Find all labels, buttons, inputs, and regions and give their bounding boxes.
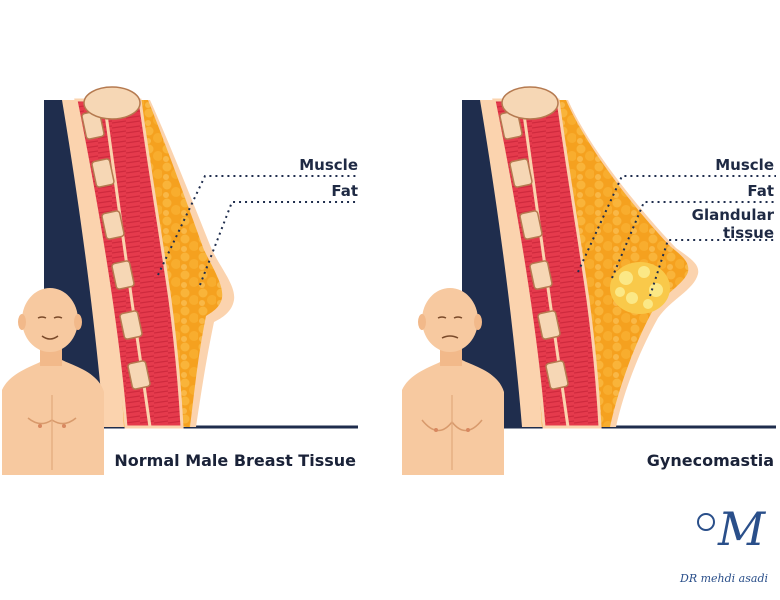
leader-muscle-left	[157, 175, 358, 276]
label-muscle-left: Muscle	[299, 156, 358, 174]
collarbone-left	[83, 86, 141, 120]
label-tissue-right: tissue	[723, 224, 774, 242]
label-glandular-right: Glandular	[692, 206, 775, 224]
man-figure-left	[2, 288, 104, 475]
gynecomastia-panel: Muscle Fat Glandular tissue Gynecomastia	[402, 86, 776, 475]
man-figure-right	[402, 288, 504, 475]
label-fat-left: Fat	[331, 182, 358, 200]
caption-gynecomastia: Gynecomastia	[647, 451, 774, 470]
glandular-tissue	[610, 262, 670, 314]
signature-logo: M DR mehdi asadi	[679, 502, 768, 585]
leader-glandular-right	[649, 239, 776, 297]
caption-normal: Normal Male Breast Tissue	[114, 451, 356, 470]
collarbone-right	[501, 86, 559, 120]
label-fat-right: Fat	[747, 182, 774, 200]
label-muscle-right: Muscle	[715, 156, 774, 174]
normal-panel: Muscle Fat Normal Male Breast Tissue	[2, 86, 358, 475]
signature-monogram: M	[717, 502, 767, 556]
ribs-left	[81, 110, 151, 390]
ribs-right	[499, 110, 569, 390]
signature-name: DR mehdi asadi	[679, 572, 768, 585]
